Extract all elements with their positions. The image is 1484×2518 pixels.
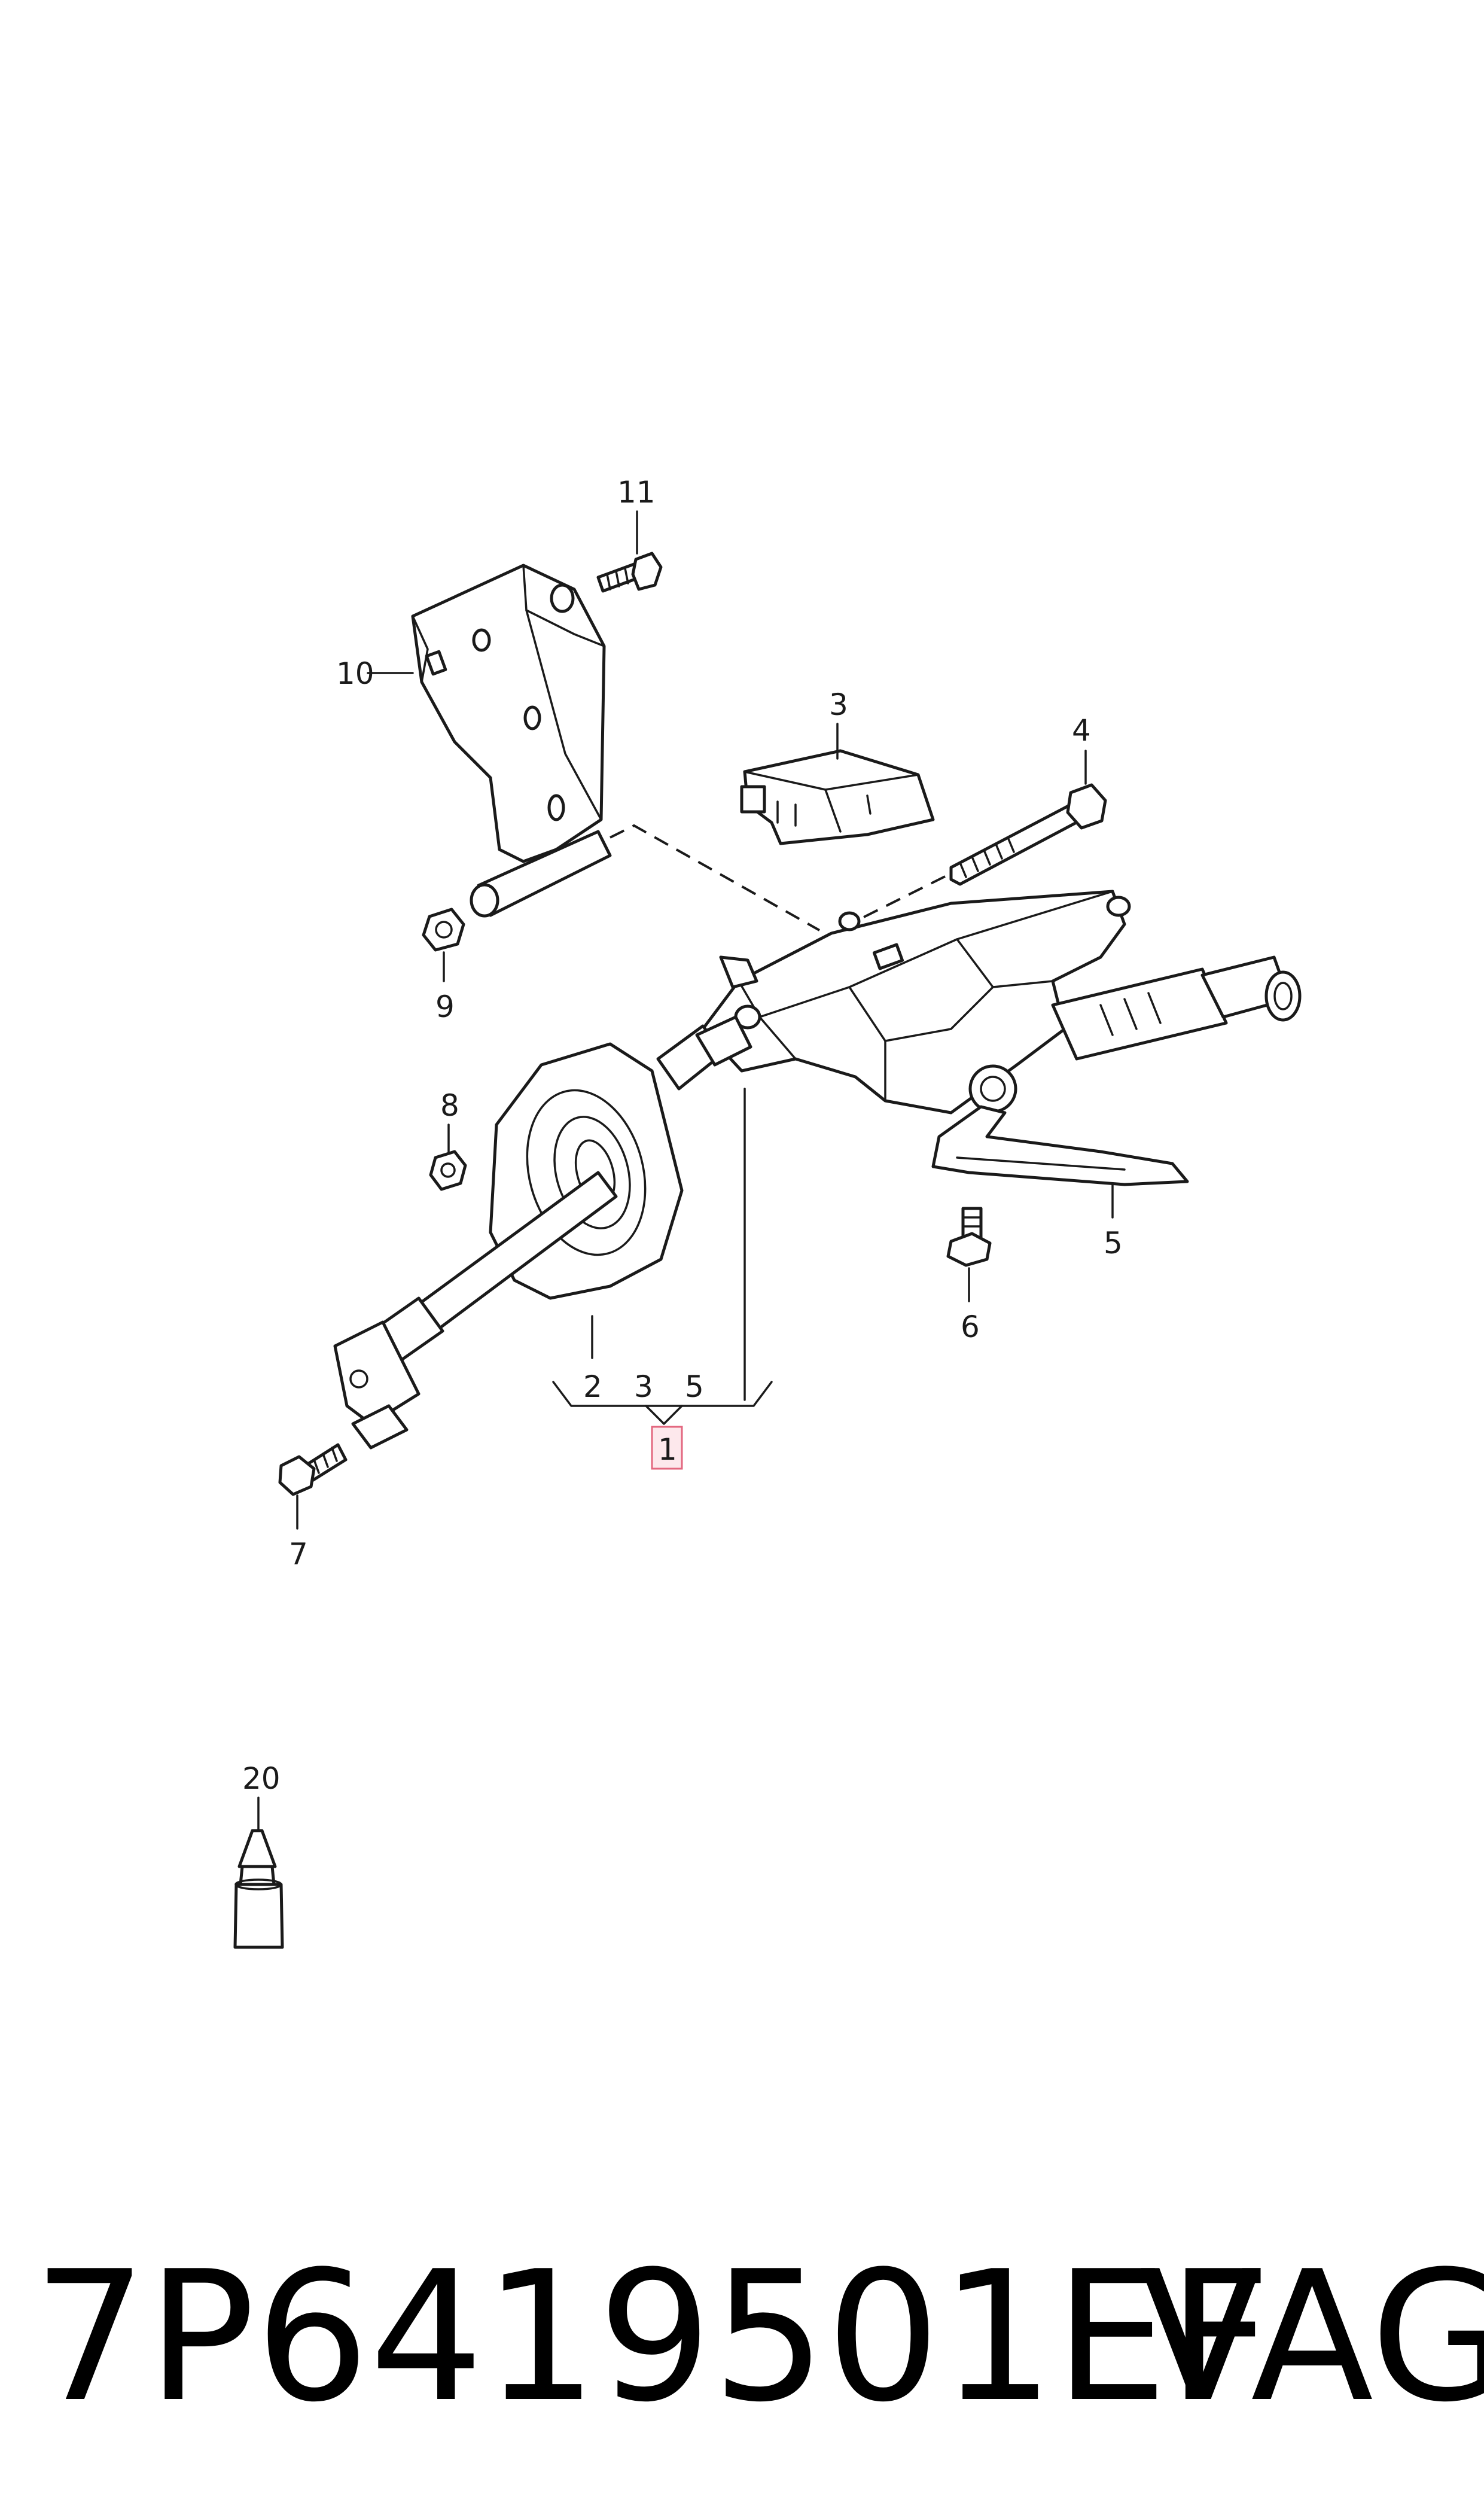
bracket-part-10 xyxy=(411,564,612,918)
bolt-part-6 xyxy=(946,1207,992,1267)
group-bracket-tip xyxy=(645,1405,683,1425)
callout-2: 2 xyxy=(583,1369,602,1404)
callout-7: 7 xyxy=(289,1537,308,1572)
callout-10: 10 xyxy=(336,656,374,691)
brand-label: VAG xyxy=(1139,2233,1484,2441)
callout-3-set: 3 xyxy=(634,1369,653,1404)
callout-20: 20 xyxy=(242,1761,281,1796)
assembly-dash-bolt xyxy=(849,875,946,925)
nut-part-8 xyxy=(429,1150,467,1191)
callout-1: 1 xyxy=(658,1432,677,1467)
intermediate-shaft xyxy=(333,1015,752,1450)
steering-column-assembly xyxy=(701,890,1302,1186)
callout-9: 9 xyxy=(435,989,455,1024)
bolt-part-7 xyxy=(278,1443,348,1496)
nut-part-9 xyxy=(422,908,465,952)
sealant-part-20 xyxy=(233,1829,284,1949)
bolt-part-11 xyxy=(596,552,663,593)
bolt-part-4 xyxy=(949,783,1107,886)
callout-5-set: 5 xyxy=(685,1369,704,1404)
part-number: 7P6419501EF xyxy=(33,2233,1271,2441)
module-part-3 xyxy=(740,749,935,845)
callout-11: 11 xyxy=(617,475,656,510)
callout-8: 8 xyxy=(440,1088,459,1123)
highlight-callout-1 xyxy=(651,1426,683,1470)
group-bracket xyxy=(552,1381,773,1407)
callout-4: 4 xyxy=(1072,713,1091,748)
callout-3: 3 xyxy=(829,687,848,722)
callout-5: 5 xyxy=(1104,1226,1123,1260)
assembly-dash-bracket xyxy=(610,824,820,931)
callout-6: 6 xyxy=(961,1310,980,1344)
